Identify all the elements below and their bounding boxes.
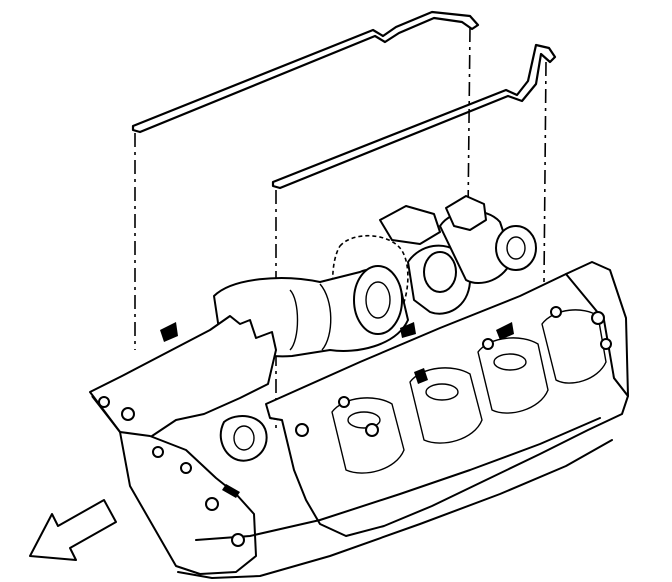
right-gasket-seal [273, 45, 555, 188]
front-direction-arrow [30, 500, 116, 560]
left-gasket-seal [133, 12, 478, 132]
cylinder-block [90, 262, 628, 578]
crankshaft [171, 196, 536, 400]
bolt-holes [99, 307, 611, 546]
